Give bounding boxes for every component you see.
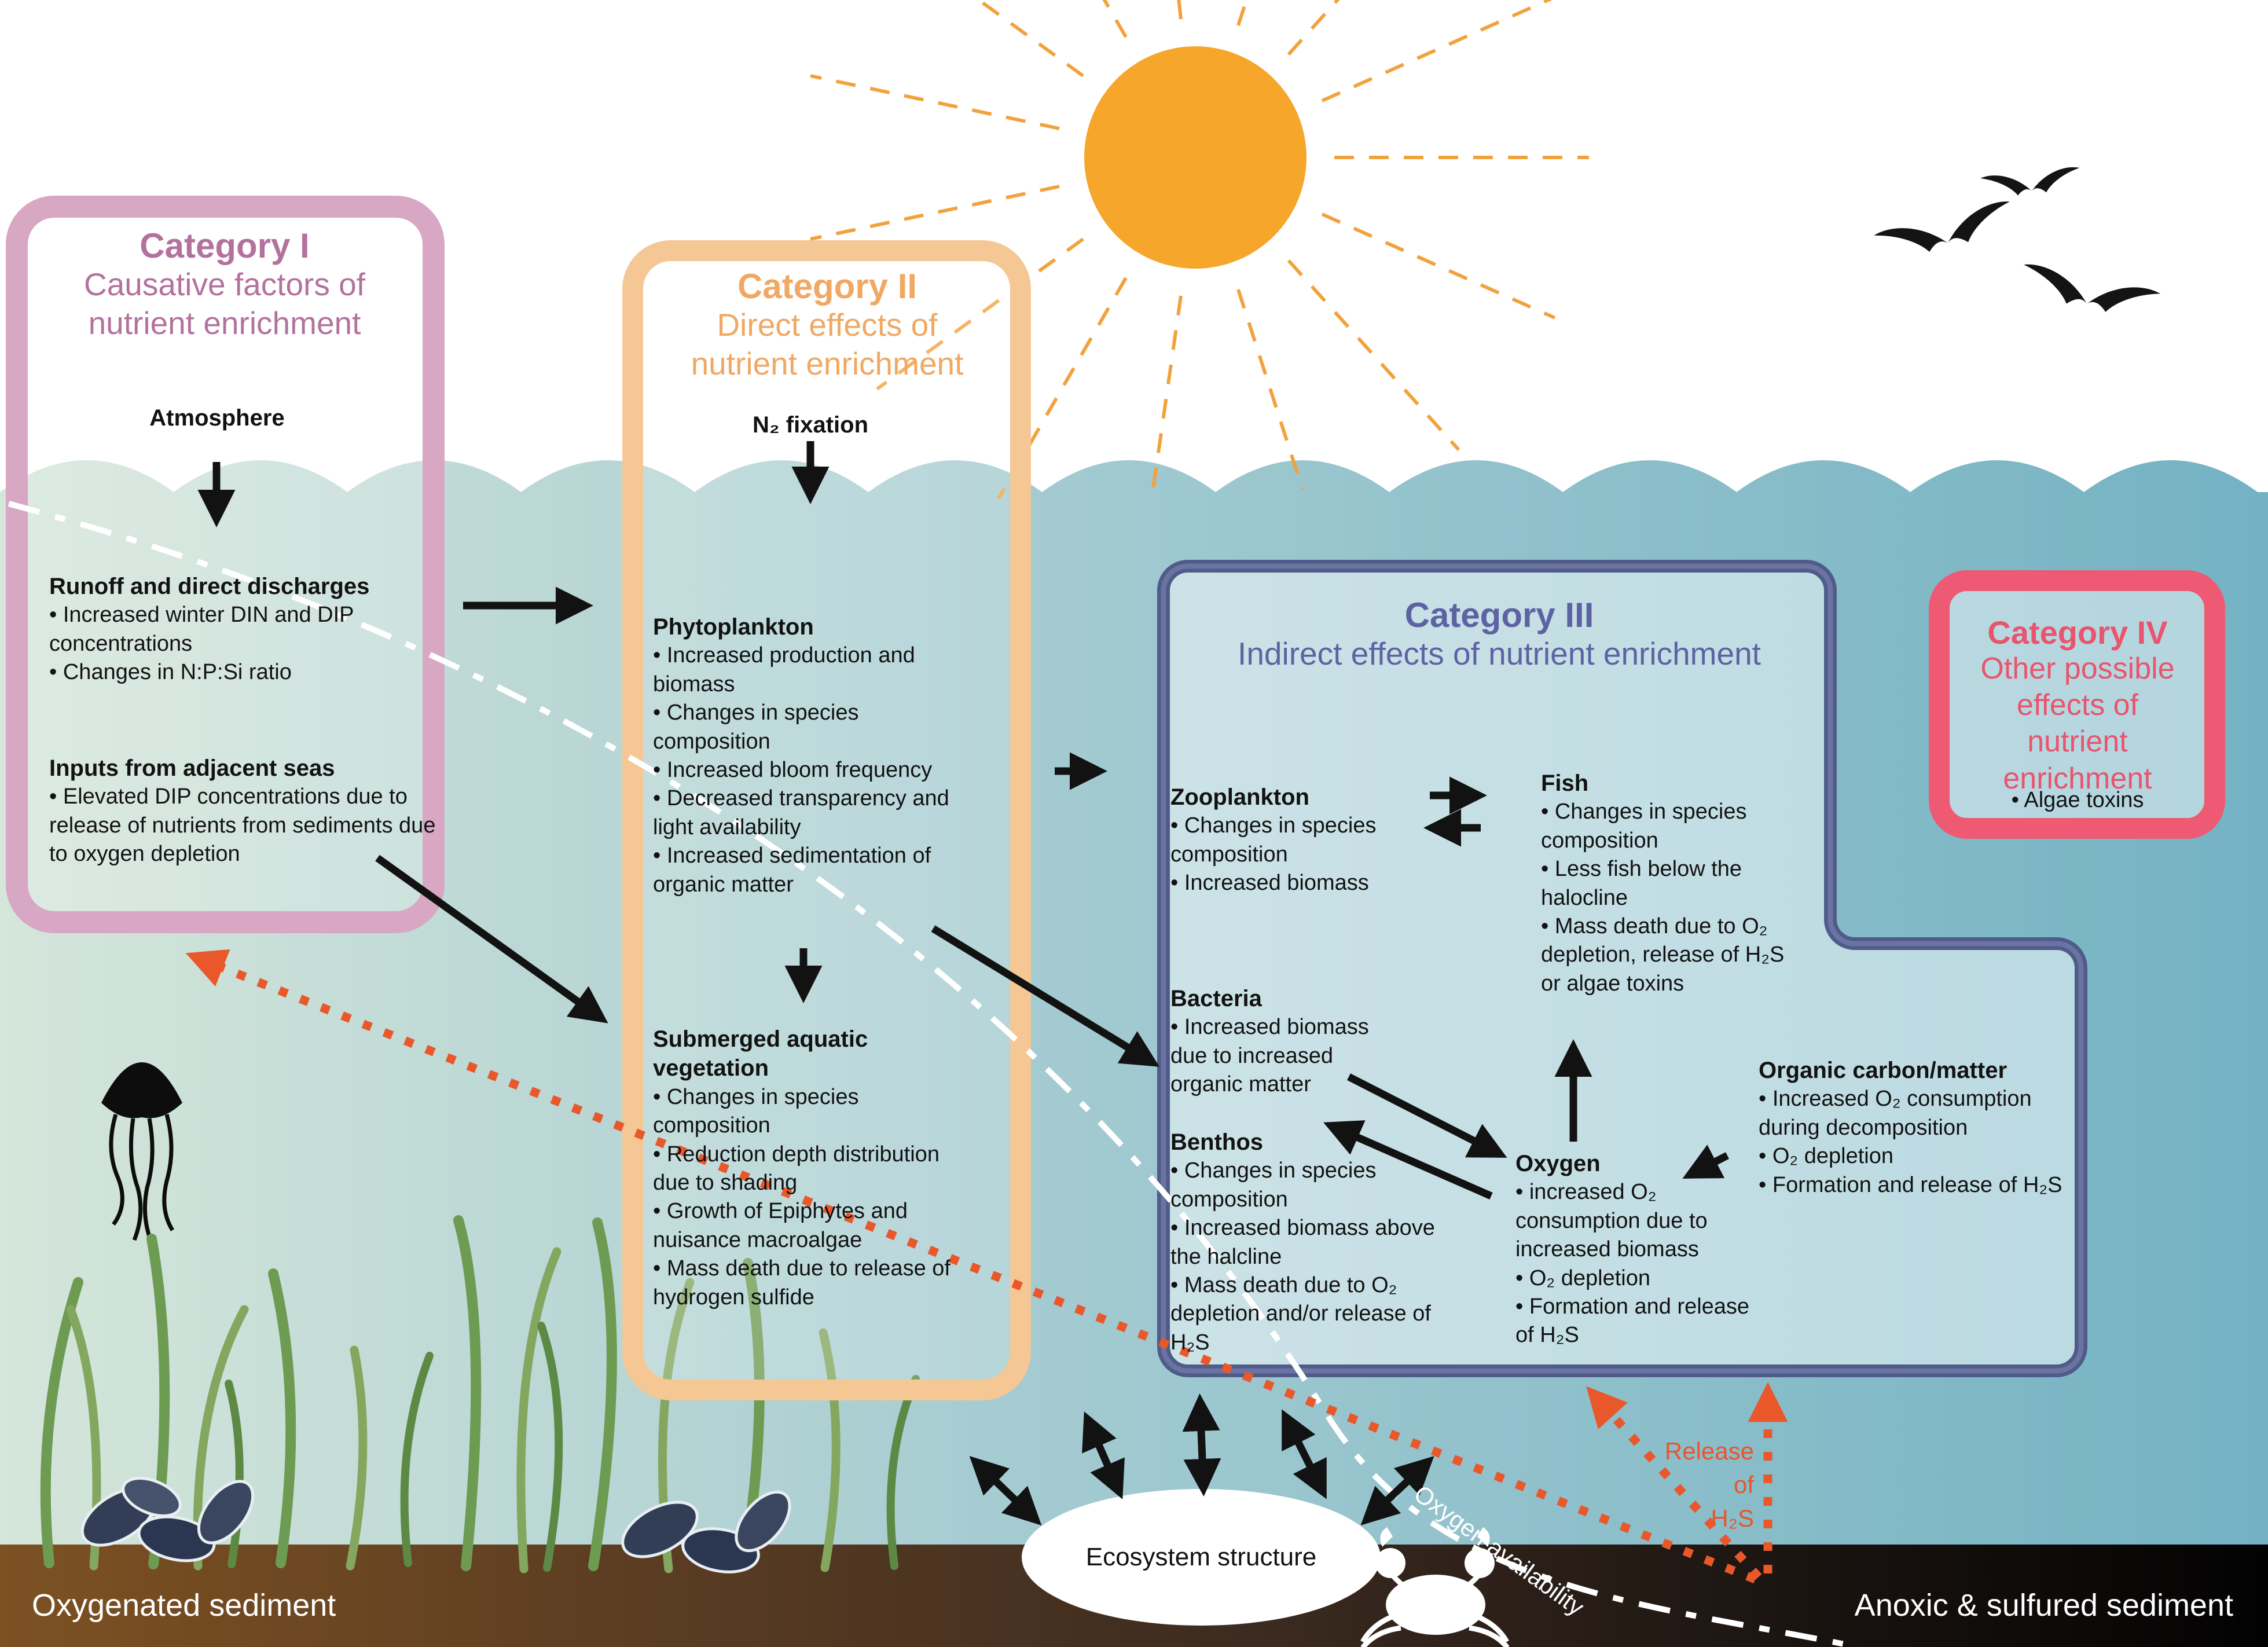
zooplankton-item: • Increased biomass bbox=[1170, 871, 1369, 896]
jellyfish-icon bbox=[101, 1062, 182, 1244]
h2s-release-lines bbox=[185, 949, 1788, 1583]
adjacent-seas-title: Inputs from adjacent seas bbox=[49, 755, 335, 781]
category4-box bbox=[1929, 570, 2225, 839]
release-h2s-line: H₂S bbox=[1711, 1504, 1754, 1532]
sav-item: • Changes in species composition bbox=[653, 1084, 859, 1138]
category3-subtitle: Indirect effects of nutrient enrichment bbox=[1238, 636, 1761, 672]
crab-icon bbox=[1360, 1527, 1510, 1647]
arrow-bacteria-to-oxygen bbox=[1347, 1073, 1507, 1158]
phytoplankton-item: • Changes in species composition bbox=[653, 700, 859, 754]
mussels-icon bbox=[80, 1477, 791, 1573]
category1-subtitle: Causative factors of nutrient enrichment bbox=[83, 266, 366, 342]
phytoplankton-item: • Increased sedimentation of organic mat… bbox=[653, 843, 931, 897]
category4-subtitle: Other possible effects of nutrient enric… bbox=[1980, 651, 2175, 795]
fish-title: Fish bbox=[1541, 771, 1589, 796]
arrow-phyto-to-benthos bbox=[931, 925, 1160, 1067]
ecosystem-exchange-arrows bbox=[969, 1393, 1434, 1526]
sun-icon bbox=[810, 0, 1589, 500]
category1-header: Category I Causative factors of nutrient… bbox=[51, 227, 398, 343]
organic-carbon-title: Organic carbon/matter bbox=[1759, 1058, 2008, 1083]
fish-item: • Changes in species composition bbox=[1541, 799, 1747, 853]
release-h2s-line: Release bbox=[1664, 1437, 1754, 1465]
ecosystem-structure-label: Ecosystem structure bbox=[1085, 1543, 1317, 1571]
zooplankton-title: Zooplankton bbox=[1170, 784, 1309, 810]
zooplankton-item: • Changes in species composition bbox=[1170, 813, 1377, 867]
runoff-item: • Changes in N:P:Si ratio bbox=[49, 660, 292, 685]
oxygenated-sediment-label: Oxygenated sediment bbox=[32, 1588, 336, 1623]
organic-carbon-block: Organic carbon/matter • Increased O₂ con… bbox=[1759, 1056, 2071, 1200]
organic-carbon-item: • Increased O₂ consumption during decomp… bbox=[1759, 1087, 2032, 1140]
category2-title: Category II bbox=[737, 267, 918, 306]
oxygen-item: • increased O₂ consumption due to increa… bbox=[1515, 1180, 1708, 1262]
phytoplankton-item: • Increased production and biomass bbox=[653, 643, 915, 696]
fish-item: • Less fish below the halocline bbox=[1541, 857, 1742, 910]
sav-title: Submerged aquatic vegetation bbox=[653, 1026, 868, 1081]
phytoplankton-item: • Increased bloom frequency bbox=[653, 757, 933, 782]
category2-header: Category II Direct effects of nutrient e… bbox=[663, 267, 991, 383]
sav-item: • Mass death due to release of hydrogen … bbox=[653, 1256, 950, 1309]
category4-header: Category IV Other possible effects of nu… bbox=[1967, 615, 2188, 797]
runoff-item: • Increased winter DIN and DIP concentra… bbox=[49, 603, 354, 656]
sav-item: • Reduction depth distribution due to sh… bbox=[653, 1142, 940, 1195]
release-h2s-line: of bbox=[1733, 1470, 1754, 1498]
arrow-cat1-to-sav bbox=[375, 854, 608, 1024]
category1-title: Category I bbox=[140, 226, 310, 265]
release-h2s-label: Release of H₂S bbox=[1603, 1435, 1754, 1535]
adjacent-seas-item: • Elevated DIP concentrations due to rel… bbox=[49, 784, 436, 867]
phytoplankton-block: Phytoplankton • Increased production and… bbox=[653, 612, 953, 899]
bacteria-item: • Increased biomass due to increased org… bbox=[1170, 1015, 1369, 1097]
adjacent-seas-block: Inputs from adjacent seas • Elevated DIP… bbox=[49, 754, 436, 869]
flow-arrows bbox=[197, 441, 1729, 1200]
category3-header: Category III Indirect effects of nutrien… bbox=[1192, 596, 1806, 673]
phytoplankton-item: • Decreased transparency and light avail… bbox=[653, 786, 949, 839]
organic-carbon-item: • Formation and release of H₂S bbox=[1759, 1172, 2063, 1197]
oxygen-item: • Formation and release of H₂S bbox=[1515, 1294, 1750, 1348]
arrow-organic-to-oxygen bbox=[1682, 1145, 1729, 1179]
phytoplankton-title: Phytoplankton bbox=[653, 614, 814, 640]
sav-block: Submerged aquatic vegetation • Changes i… bbox=[653, 1025, 978, 1312]
runoff-block: Runoff and direct discharges • Increased… bbox=[49, 572, 425, 687]
oxygen-item: • O₂ depletion bbox=[1515, 1265, 1650, 1290]
anoxic-sediment-label: Anoxic & sulfured sediment bbox=[1854, 1588, 2233, 1623]
benthos-title: Benthos bbox=[1170, 1129, 1263, 1155]
oxygen-availability-line bbox=[8, 501, 1859, 1647]
category4-title: Category IV bbox=[1987, 614, 2168, 651]
organic-carbon-item: • O₂ depletion bbox=[1759, 1144, 1893, 1169]
benthos-item: • Changes in species composition bbox=[1170, 1158, 1377, 1212]
arrow-oxygen-to-benthos bbox=[1323, 1120, 1493, 1200]
oxygen-block: Oxygen • increased O₂ consumption due to… bbox=[1515, 1149, 1766, 1350]
bacteria-title: Bacteria bbox=[1170, 986, 1262, 1011]
n2-fixation-label: N₂ fixation bbox=[753, 412, 868, 438]
category3-title: Category III bbox=[1404, 596, 1594, 634]
benthos-item: • Increased biomass above the halcline bbox=[1170, 1216, 1435, 1269]
algae-toxins-item: • Algae toxins bbox=[2011, 788, 2144, 812]
sav-item: • Growth of Epiphytes and nuisance macro… bbox=[653, 1199, 908, 1252]
birds-icon bbox=[1874, 167, 2161, 312]
ecosystem-structure-ellipse: Ecosystem structure bbox=[1022, 1489, 1381, 1626]
oxygen-title: Oxygen bbox=[1515, 1151, 1601, 1176]
category2-subtitle: Direct effects of nutrient enrichment bbox=[691, 307, 964, 382]
runoff-title: Runoff and direct discharges bbox=[49, 574, 370, 599]
bacteria-block: Bacteria • Increased biomass due to incr… bbox=[1170, 984, 1392, 1099]
benthos-item: • Mass death due to O₂ depletion and/or … bbox=[1170, 1272, 1431, 1355]
fish-item: • Mass death due to O₂ depletion, releas… bbox=[1541, 914, 1785, 996]
benthos-block: Benthos • Changes in species composition… bbox=[1170, 1128, 1463, 1357]
atmosphere-label: Atmosphere bbox=[149, 405, 285, 431]
fish-block: Fish • Changes in species composition • … bbox=[1541, 769, 1800, 998]
zooplankton-block: Zooplankton • Changes in species composi… bbox=[1170, 783, 1421, 898]
category1-box bbox=[6, 196, 445, 933]
